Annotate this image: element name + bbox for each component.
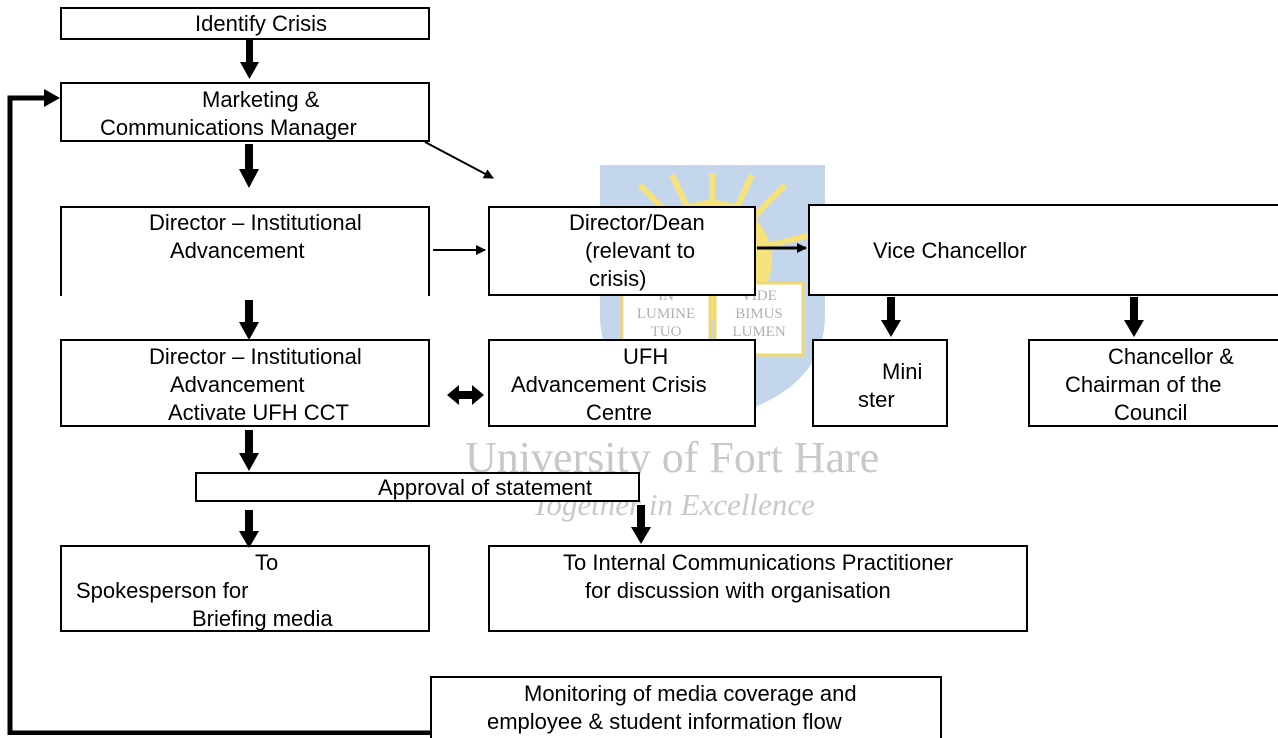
arrow-director-to-activate: [239, 300, 259, 340]
director-advancement-box: Director – Institutional Advancement: [60, 206, 430, 296]
feedback-loop-line: [7, 95, 430, 735]
arrow-identify-to-marketing: [240, 40, 259, 79]
marketing-manager-label-1: Marketing &: [202, 87, 320, 112]
identify-crisis-box: Identify Crisis: [60, 7, 430, 40]
ufh-crisis-centre-label-2: Advancement Crisis: [511, 372, 707, 397]
spokesperson-label-1: To: [255, 550, 279, 575]
approval-statement-box: Approval of statement: [195, 472, 640, 502]
director-dean-label-3: crisis): [589, 266, 647, 291]
director-activate-cct-label-1: Director – Institutional: [149, 344, 362, 369]
monitoring-label-2: employee & student information flow: [487, 709, 842, 734]
minister-label-2: ster: [858, 387, 895, 412]
internal-communications-label-1: To Internal Communications Practitioner: [563, 550, 954, 575]
internal-communications-box: To Internal Communications Practitioner …: [488, 545, 1028, 632]
crest-motto-right-3: LUMEN: [732, 324, 786, 340]
spokesperson-label-3: Briefing media: [192, 606, 333, 631]
monitoring-box: Monitoring of media coverage and employe…: [430, 676, 942, 738]
crest-motto-right-2: BIMUS: [735, 306, 783, 322]
minister-box: Mini ster: [812, 339, 948, 427]
spokesperson-box: To Spokesperson for Briefing media: [60, 545, 430, 632]
ufh-crisis-centre-label-1: UFH: [623, 344, 669, 369]
arrow-marketing-to-dean: [424, 141, 494, 179]
ufh-crisis-centre-label-3: Centre: [586, 400, 653, 425]
arrow-activate-to-approval: [239, 430, 259, 471]
spokesperson-label-2: Spokesperson for: [76, 578, 249, 603]
feedback-loop-arrowhead: [44, 89, 60, 107]
approval-statement-label: Approval of statement: [378, 475, 593, 500]
director-activate-cct-label-2: Advancement: [170, 372, 305, 397]
director-activate-cct-label-3: Activate UFH CCT: [168, 400, 349, 425]
chancellor-label-1: Chancellor &: [1108, 344, 1234, 369]
director-advancement-label-2: Advancement: [170, 238, 305, 263]
arrow-approval-to-spokesperson: [239, 510, 259, 548]
marketing-manager-box: Marketing & Communications Manager: [60, 82, 430, 142]
crest-motto-left-3: TUO: [650, 324, 682, 340]
arrow-vc-to-minister: [881, 297, 901, 337]
crest-motto-left-2: LUMINE: [636, 306, 696, 322]
chancellor-box: Chancellor & Chairman of the Council: [1028, 339, 1278, 427]
arrow-approval-to-internal: [631, 505, 651, 544]
minister-label-1: Mini: [882, 359, 923, 384]
director-activate-cct-box: Director – Institutional Advancement Act…: [60, 339, 430, 427]
arrow-marketing-to-director: [239, 144, 259, 188]
ufh-crisis-centre-box: UFH Advancement Crisis Centre: [488, 339, 756, 427]
director-dean-label-2: (relevant to: [585, 238, 696, 263]
chancellor-label-2: Chairman of the: [1065, 372, 1222, 397]
vice-chancellor-label: Vice Chancellor: [873, 238, 1027, 263]
vice-chancellor-box: Vice Chancellor: [808, 204, 1278, 296]
identify-crisis-label: Identify Crisis: [195, 11, 328, 36]
chancellor-label-3: Council: [1114, 400, 1188, 425]
director-dean-box: Director/Dean (relevant to crisis): [488, 206, 756, 296]
marketing-manager-label-2: Communications Manager: [100, 115, 357, 140]
monitoring-label-1: Monitoring of media coverage and: [524, 681, 857, 706]
arrow-double-activate-ufh: [447, 385, 484, 405]
director-dean-label-1: Director/Dean: [569, 210, 705, 235]
internal-communications-label-2: for discussion with organisation: [585, 578, 891, 603]
director-advancement-label-1: Director – Institutional: [149, 210, 362, 235]
arrow-vc-to-chancellor: [1124, 297, 1144, 337]
